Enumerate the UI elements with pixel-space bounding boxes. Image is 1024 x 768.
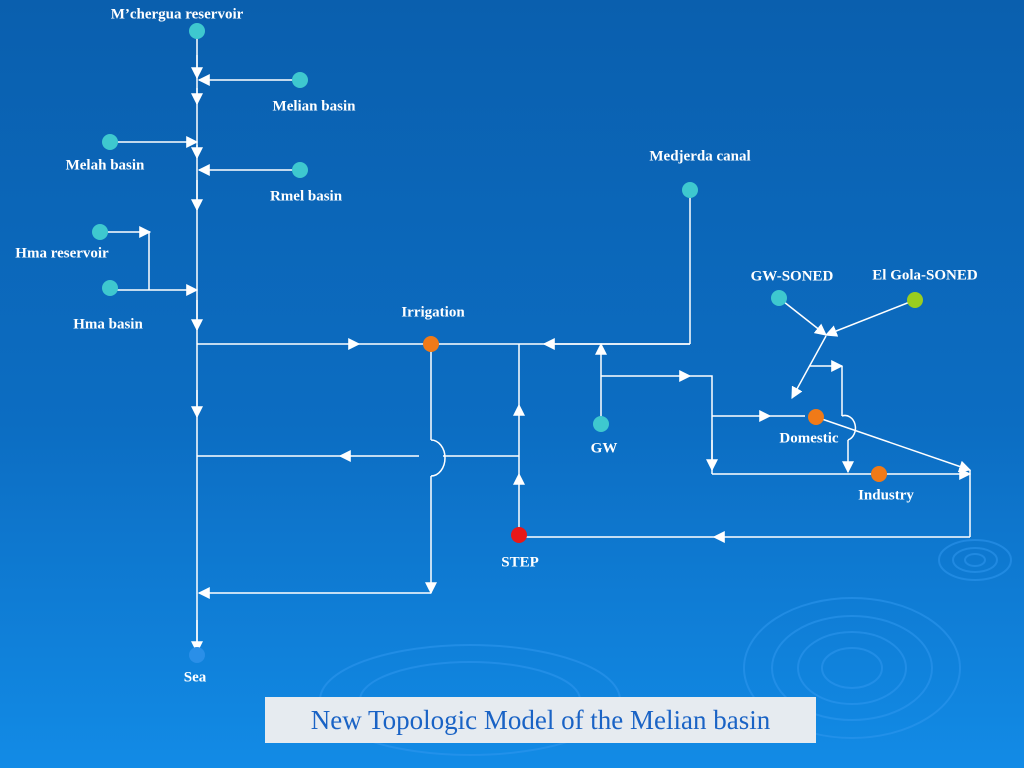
hma-basin-node	[102, 280, 118, 296]
hma-reservoir-label: Hma reservoir	[15, 245, 109, 262]
irrigation-label: Irrigation	[401, 304, 465, 321]
irrigation-jump	[430, 439, 446, 477]
industry-label: Industry	[858, 487, 914, 504]
soned-to-domestic	[791, 335, 827, 400]
gw-soned-node	[771, 290, 787, 306]
medjerda-label: Medjerda canal	[649, 148, 751, 165]
mchergua-label: M’chergua reservoir	[110, 6, 244, 23]
gw-label: GW	[590, 440, 618, 457]
gw-soned-label: GW-SONED	[750, 268, 834, 285]
soned-jump	[841, 414, 857, 441]
elgola-node	[907, 292, 923, 308]
mchergua-node	[189, 23, 205, 39]
step-label: STEP	[501, 554, 539, 571]
sea-node	[189, 647, 205, 663]
domestic-label: Domestic	[779, 430, 839, 447]
medjerda-node	[682, 182, 698, 198]
gw-node	[593, 416, 609, 432]
melah-label: Melah basin	[65, 157, 145, 174]
slide-title: New Topologic Model of the Melian basin	[310, 704, 771, 735]
domestic-outflow	[815, 416, 972, 473]
hma-basin-label: Hma basin	[73, 316, 143, 333]
melah-node	[102, 134, 118, 150]
melian-label: Melian basin	[272, 98, 356, 115]
melian-node	[292, 72, 308, 88]
elgola-label: El Gola-SONED	[872, 267, 978, 284]
gw-soned-link	[778, 297, 827, 336]
sea-label: Sea	[183, 669, 207, 686]
rmel-node	[292, 162, 308, 178]
rmel-label: Rmel basin	[269, 188, 343, 205]
elgola-link	[824, 299, 916, 337]
industry-node	[871, 466, 887, 482]
irrigation-node	[423, 336, 439, 352]
title-box: New Topologic Model of the Melian basin	[265, 697, 816, 743]
gw-branch-down	[690, 375, 713, 474]
domestic-node	[808, 409, 824, 425]
step-node	[511, 527, 527, 543]
hma-reservoir-node	[92, 224, 108, 240]
